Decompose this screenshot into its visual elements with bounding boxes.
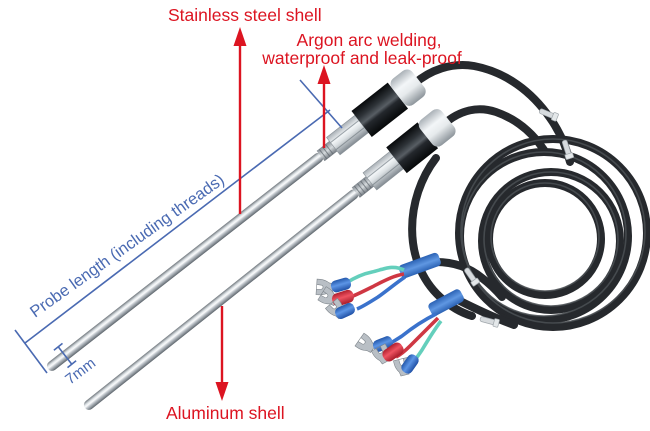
callout-arrows <box>215 27 331 401</box>
probe-1-thread-section <box>316 141 338 162</box>
probe-2-thread-section <box>351 176 374 198</box>
cable-sheath-2 <box>428 289 464 316</box>
hex-facet <box>330 120 360 143</box>
arrow-argon-welding <box>317 65 331 148</box>
cable-tie <box>538 108 559 122</box>
stainless-shell-label: Stainless steel shell <box>168 5 322 25</box>
temperature-probe-2 <box>83 109 456 410</box>
arrow-aluminum-shell <box>215 306 229 401</box>
probe-2-stainless-rod <box>83 189 359 410</box>
dimension-annotations <box>14 79 343 374</box>
temperature-probe-1 <box>46 69 426 371</box>
probe-1-shell-body <box>351 82 409 137</box>
dimension-end-tick-tip <box>14 329 48 374</box>
diameter-bracket <box>53 342 77 369</box>
aluminum-shell-label: Aluminum shell <box>166 403 285 423</box>
cable-ties <box>464 108 574 328</box>
probe-2-thread-ridges <box>354 178 372 196</box>
probe-1-stainless-rod <box>46 152 324 371</box>
coil-left-sweep <box>408 154 476 320</box>
hex-facet <box>366 156 394 179</box>
crimp-sleeve-blue <box>401 354 419 374</box>
cable-highlights <box>460 138 646 324</box>
probe-1-thread-ridges <box>318 144 334 160</box>
cable-tie <box>479 316 500 328</box>
crimp-sleeve-blue <box>335 302 355 320</box>
black-cable-coil <box>408 61 650 331</box>
probe-1-chrome-cap <box>390 69 426 106</box>
blue-wire-1 <box>356 275 406 311</box>
cable-stub-to-terminal-1 <box>432 258 506 301</box>
crimp-sleeve-red <box>382 342 404 362</box>
wire-terminal-set-1 <box>315 252 441 322</box>
arrow-stainless-shell <box>233 27 247 214</box>
wire-terminal-set-2 <box>354 289 464 378</box>
argon-welding-label-line2: waterproof and leak-proof <box>261 48 462 68</box>
teal-wire-1 <box>345 265 405 285</box>
crimp-sleeve-blue <box>330 277 352 293</box>
hex-facet <box>335 127 365 151</box>
probe-length-dimension-line <box>24 109 331 344</box>
cable-sheath-1 <box>398 252 441 279</box>
cable-stub-to-terminal-2 <box>454 296 518 329</box>
hex-facet <box>372 163 400 186</box>
red-wire-1 <box>352 272 405 298</box>
argon-welding-label-line1: Argon arc welding, <box>297 30 442 50</box>
cable-from-probe-2 <box>440 105 548 154</box>
dimension-end-tick-thread <box>299 79 343 129</box>
probe-2-chrome-cap <box>418 109 456 147</box>
cable-tie <box>464 267 480 287</box>
cable-tie <box>562 139 574 160</box>
